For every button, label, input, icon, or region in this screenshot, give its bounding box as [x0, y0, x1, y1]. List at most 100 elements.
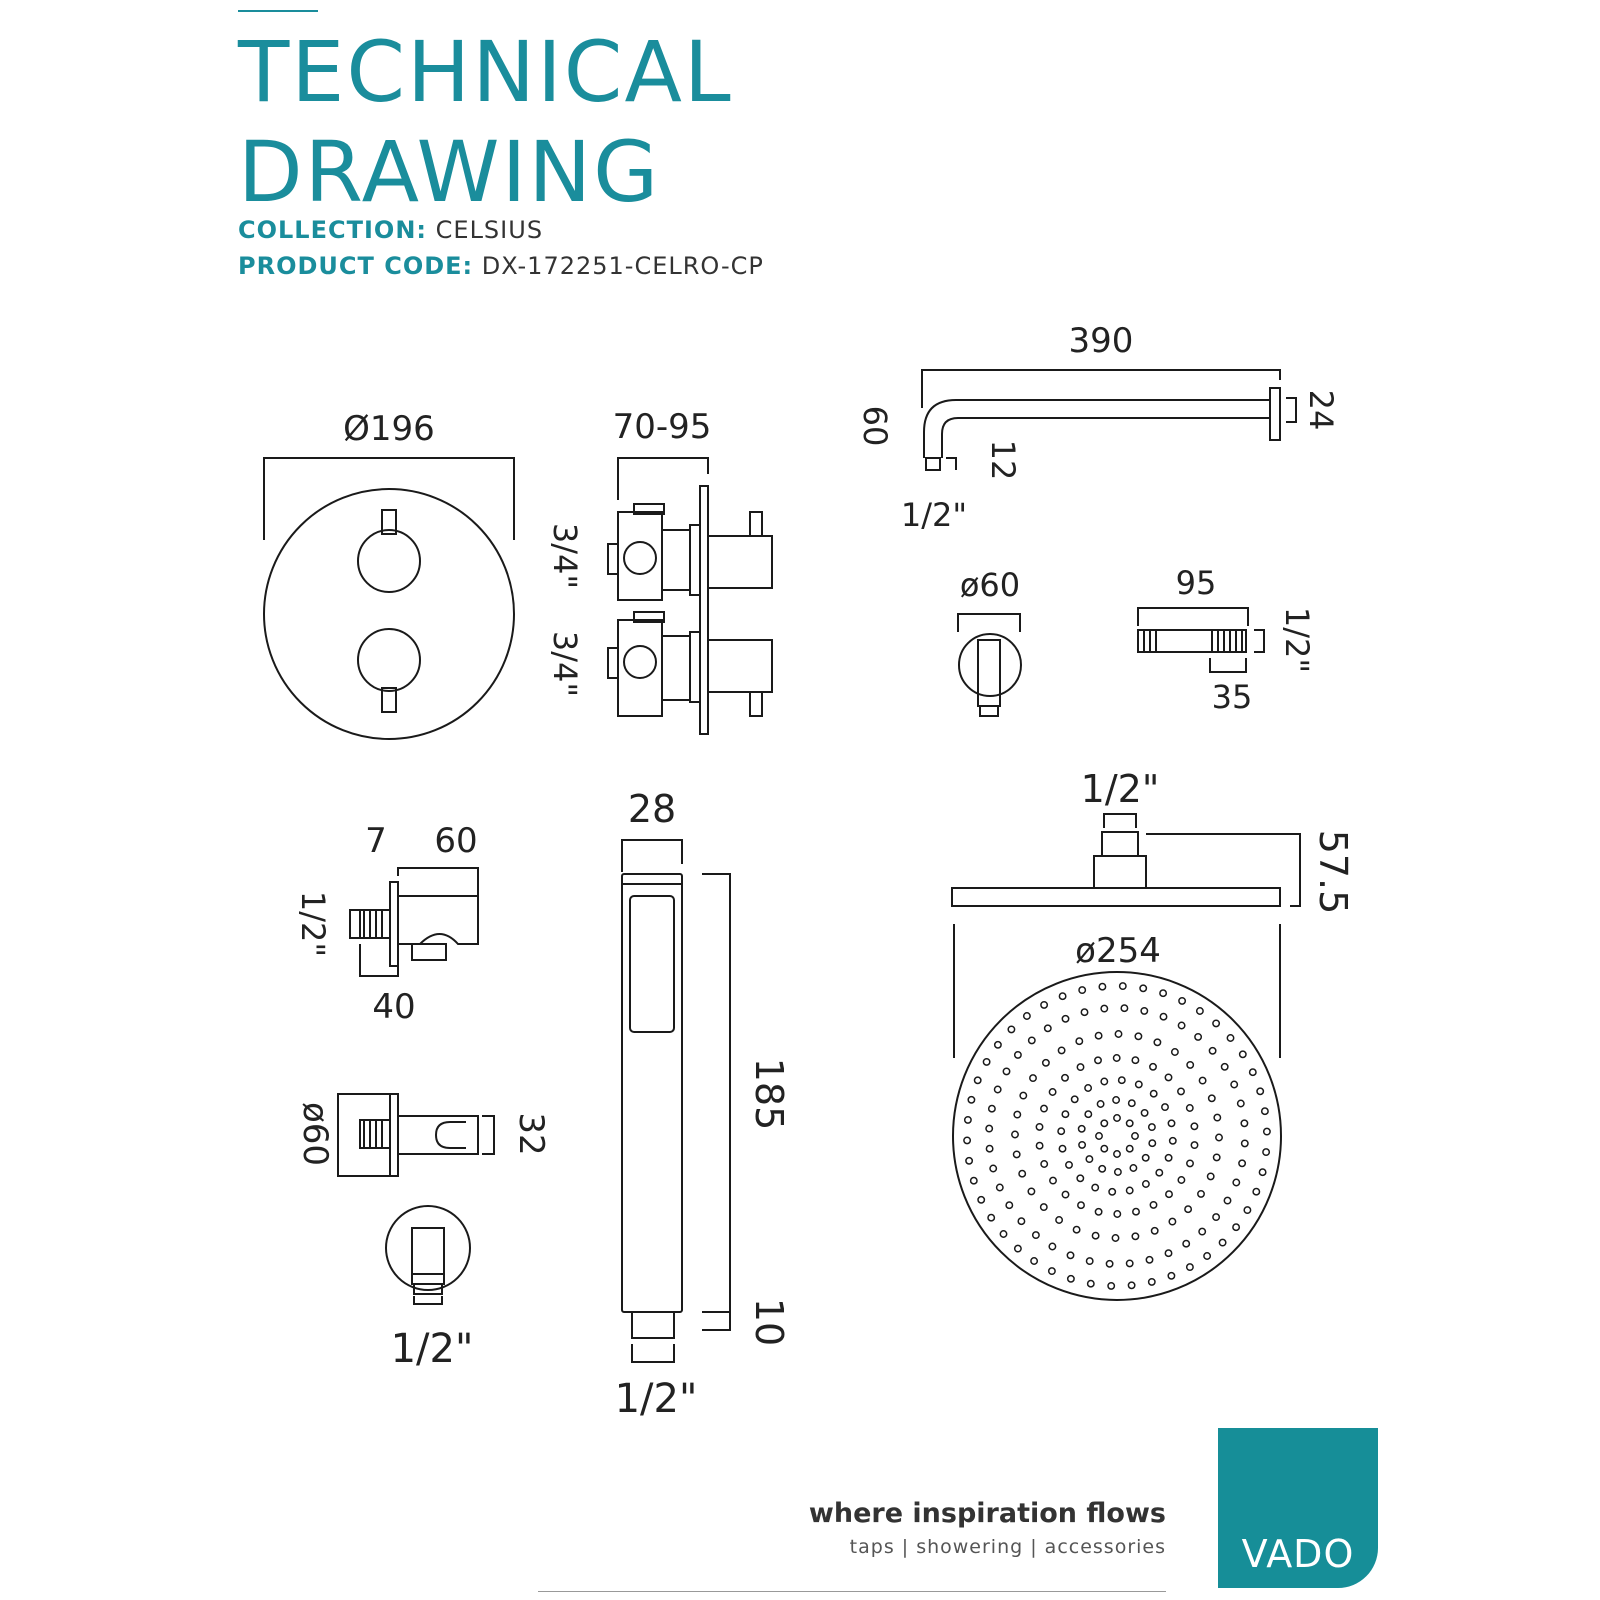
nozzle: [1058, 1144, 1067, 1153]
nozzle: [1262, 1148, 1271, 1157]
nozzle: [1125, 1186, 1134, 1195]
nozzle: [1212, 1153, 1221, 1162]
valve-cap-lower: [633, 611, 665, 623]
nozzle: [1140, 1108, 1149, 1117]
nozzle: [1141, 1153, 1150, 1162]
nozzle: [1076, 1063, 1085, 1072]
upper-handle: [357, 529, 421, 593]
nozzle: [1148, 1139, 1157, 1148]
nozzle: [1131, 1232, 1140, 1241]
holder-front-body: [411, 1227, 445, 1275]
nozzle: [1178, 996, 1187, 1005]
handset-holder: ø60 32 1/2": [295, 1093, 551, 1372]
nozzle: [1047, 1267, 1056, 1276]
holder-plate: [389, 1093, 399, 1177]
nozzle: [1100, 1077, 1109, 1086]
lower-handle-lever: [381, 687, 397, 713]
nozzle: [1127, 1281, 1136, 1290]
nozzle: [1061, 1014, 1070, 1023]
nozzle: [1013, 1244, 1022, 1253]
inlet-lower-label: 3/4": [546, 631, 584, 697]
nozzle: [1013, 1110, 1022, 1119]
nozzle: [1070, 1095, 1079, 1104]
nozzle: [1011, 1130, 1019, 1139]
handset-length-dim: [702, 873, 731, 1331]
bracket-thread-dim: [349, 909, 360, 939]
upper-handle-lever: [381, 509, 397, 535]
valve-cap-upper: [633, 503, 665, 515]
hose-nut-thread-label: 1/2": [1278, 607, 1316, 673]
head-height-dim: [1146, 833, 1301, 907]
nozzle: [1232, 1178, 1241, 1187]
nozzle: [1185, 1104, 1194, 1112]
nozzle: [1022, 1012, 1031, 1020]
nozzle: [1238, 1159, 1247, 1168]
head-nozzles: [963, 982, 1271, 1290]
nozzle: [1150, 1226, 1159, 1235]
hose-nut-body: [1137, 629, 1247, 653]
tagline: where inspiration flows: [808, 1498, 1166, 1529]
nozzle: [1147, 1123, 1156, 1132]
handset-face: [629, 895, 675, 1033]
nozzle: [1043, 1024, 1052, 1033]
page-title: TECHNICAL DRAWING: [238, 22, 733, 222]
nozzle: [1190, 1141, 1199, 1150]
nozzle: [1113, 1210, 1122, 1218]
arm-thread-label: 1/2": [901, 496, 967, 534]
nozzle: [1072, 1225, 1081, 1234]
nozzle: [1149, 1200, 1158, 1209]
holder-front-flange: [385, 1205, 471, 1291]
collection-line: COLLECTION: CELSIUS: [238, 216, 543, 244]
nozzle: [1260, 1107, 1269, 1116]
bracket-outlet: [411, 943, 447, 961]
nozzle: [1129, 1164, 1138, 1172]
nozzle: [1164, 1249, 1173, 1258]
nozzle: [1096, 1100, 1105, 1108]
head-swivel-ball: [1093, 855, 1147, 889]
nozzle: [1029, 1074, 1037, 1083]
nozzle: [1164, 1153, 1173, 1162]
nozzle: [1243, 1206, 1252, 1215]
head-plate-face: [952, 971, 1282, 1301]
nozzle: [1061, 1073, 1069, 1082]
nozzle: [1078, 986, 1087, 995]
inlet-upper-label: 3/4": [546, 523, 584, 589]
nozzle: [1208, 1046, 1217, 1055]
nozzle: [1256, 1087, 1265, 1096]
nozzle: [1149, 1089, 1158, 1098]
vado-logo[interactable]: VADO: [1218, 1428, 1378, 1588]
nozzle: [1185, 1263, 1194, 1272]
valve-port-lower: [623, 645, 657, 679]
nozzle: [1125, 1119, 1134, 1128]
nozzle: [1184, 1205, 1193, 1214]
nozzle: [1066, 1274, 1075, 1283]
nozzle: [1098, 982, 1107, 991]
nozzle: [1186, 1159, 1194, 1168]
nozzle: [1100, 1004, 1109, 1013]
nozzle: [1112, 1096, 1121, 1104]
nozzle: [1198, 1227, 1207, 1236]
nozzle: [1048, 1088, 1057, 1096]
arm-plate-label: 24: [1302, 390, 1340, 431]
arm-drop-label: 60: [856, 406, 894, 447]
nozzle: [1031, 1231, 1040, 1240]
elbow-diameter-dim-line: [957, 613, 1021, 632]
nozzle: [1077, 1124, 1086, 1133]
nozzle: [1252, 1187, 1261, 1196]
head-swivel-nut: [1101, 831, 1139, 857]
nozzle: [1113, 1150, 1121, 1158]
nozzle: [1212, 1019, 1221, 1028]
nozzle: [1048, 1242, 1057, 1251]
head-thread-label: 1/2": [1081, 767, 1160, 811]
nozzle: [1125, 1144, 1134, 1153]
holder-cradle: [434, 1121, 466, 1149]
nozzle: [1108, 1187, 1117, 1196]
nozzle: [1077, 1201, 1085, 1210]
bracket-plate: [389, 881, 399, 967]
product-code-line: PRODUCT CODE: DX-172251-CELRO-CP: [238, 252, 764, 280]
title-line-2: DRAWING: [238, 123, 661, 221]
shower-head: 1/2" 57.5 ø254: [951, 767, 1355, 1301]
nozzle: [1057, 1046, 1066, 1055]
nozzle: [1127, 1099, 1136, 1108]
valve-lever-side-lower: [749, 691, 763, 717]
